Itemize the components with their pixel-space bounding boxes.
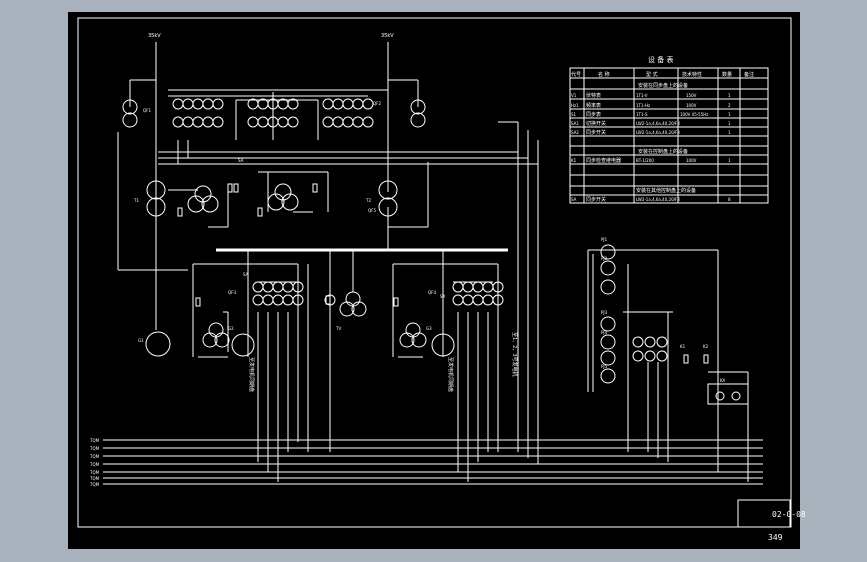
bus-label-7: TQM: [89, 482, 100, 487]
vertical-note-3: 至1、2、3号发电机: [511, 332, 518, 377]
row6-model: BT-1/200: [636, 158, 654, 163]
th-code: 代号: [571, 71, 581, 78]
bus-label-1: TQM: [89, 438, 100, 443]
drawing-sheet: 02-G-08 349 35kV 35kV 设 备 表 代号 名 称 型 式 技…: [68, 12, 806, 549]
label-t1: T1: [133, 198, 139, 203]
row7-code: SA: [571, 197, 577, 202]
row1-model: 1T1-V: [636, 93, 648, 98]
drawing-number: 02-G-08: [772, 510, 806, 519]
row4-qty: 1: [728, 121, 731, 126]
section2-title: 安装在控制盘上的设备: [638, 148, 688, 155]
row1-name: 伏特表: [586, 92, 601, 99]
row5-model: LW2-1a,4,6a,40,20/F8: [636, 130, 680, 135]
row6-code: K1: [571, 158, 577, 163]
bus-label-4: TQM: [89, 462, 100, 467]
row6-qty: 1: [728, 158, 731, 163]
row3-spec: 100V 45-55Hz: [680, 112, 708, 117]
row6-spec: 100V: [686, 158, 697, 163]
label-pj2: PJ2: [601, 256, 608, 261]
row7-model: LW2-1a,4,6a,40,20/F8: [636, 197, 680, 202]
right-feed-label: 35kV: [381, 33, 394, 39]
vertical-note-2: 至发电机同期盘: [447, 357, 454, 392]
row1-qty: 1: [728, 93, 731, 98]
section3-title: 安装在其他控制盘上的设备: [636, 187, 696, 194]
row2-spec: 100V: [686, 103, 697, 108]
bus-label-5: TQM: [89, 470, 100, 475]
th-remark: 备注: [744, 71, 754, 78]
row7-qty: 8: [728, 197, 731, 202]
row3-name: 同步表: [586, 111, 601, 118]
row5-code: SA2: [571, 130, 579, 135]
label-k1: K1: [680, 344, 686, 349]
row4-model: LW2-1a,4,6a,40,20/F8: [636, 121, 680, 126]
row3-qty: 1: [728, 112, 731, 117]
row7-name: 同步开关: [586, 196, 606, 203]
row3-code: S1: [571, 112, 577, 117]
row6-name: 同步检查继电器: [586, 157, 621, 164]
label-pj1: PJ1: [601, 237, 608, 242]
row1-code: V1: [571, 93, 577, 98]
label-qf1: QF1: [143, 108, 151, 113]
label-g3: G3: [426, 326, 432, 331]
label-t2: T2: [365, 198, 371, 203]
label-pj5: PJ5: [601, 364, 608, 369]
label-sa-c: SA: [440, 294, 446, 299]
label-k2: K2: [703, 344, 709, 349]
title-block: [737, 499, 791, 528]
left-feed-label: 35kV: [148, 33, 161, 39]
row5-name: 同步开关: [586, 129, 606, 136]
row5-qty: 1: [728, 130, 731, 135]
label-sa-a: SA: [238, 158, 244, 163]
page-number: 349: [768, 533, 783, 542]
bus-label-2: TQM: [89, 446, 100, 451]
th-qty: 数量: [722, 71, 732, 78]
schematic-diagram: 02-G-08 349 35kV 35kV 设 备 表 代号 名 称 型 式 技…: [77, 17, 806, 542]
label-qf4: QF4: [428, 290, 436, 295]
vertical-note-1: 至发电机同期盘: [248, 357, 255, 392]
th-spec: 技术特性: [682, 71, 702, 78]
label-qf5: QF5: [368, 208, 376, 213]
label-g1: G1: [138, 338, 144, 343]
section1-title: 安装在同步盘上的设备: [638, 82, 688, 89]
row3-model: 1T1-S: [636, 112, 648, 117]
bus-label-6: TQM: [89, 476, 100, 481]
table-title: 设 备 表: [648, 55, 673, 64]
label-pj3: PJ3: [601, 310, 608, 315]
label-tv: TV: [335, 326, 341, 331]
row2-model: 1T1-Hz: [636, 103, 650, 108]
label-ka: KA: [720, 378, 726, 383]
row2-code: Hz1: [571, 103, 579, 108]
label-pj4: PJ4: [601, 330, 608, 335]
equipment-table: [569, 67, 769, 204]
label-qf3: QF3: [228, 290, 236, 295]
row4-name: 切换开关: [586, 120, 606, 127]
label-qf2: QF2: [373, 101, 381, 106]
meters: [122, 98, 741, 401]
row1-spec: 150V: [686, 93, 697, 98]
row2-name: 频率表: [586, 102, 601, 109]
th-name: 名 称: [598, 71, 610, 78]
label-g2: G2: [228, 326, 234, 331]
row4-code: SA1: [571, 121, 579, 126]
inner-border: [77, 17, 792, 528]
th-model: 型 式: [646, 71, 658, 78]
bus-label-3: TQM: [89, 454, 100, 459]
row2-qty: 2: [728, 103, 731, 108]
label-sa-b: SA: [243, 272, 249, 277]
